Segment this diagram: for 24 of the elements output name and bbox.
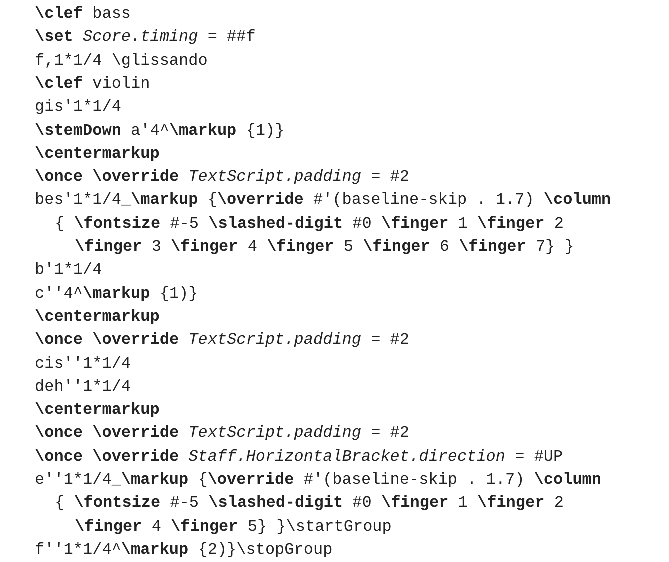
code-line: \once \override Staff.HorizontalBracket.direction = #UP: [35, 446, 564, 467]
code-line: \once \override TextScript.padding = #2: [35, 167, 410, 188]
code-line: \clef violin: [35, 74, 150, 94]
code-line: \finger 4 \finger 5} }\startGroup: [75, 516, 392, 537]
code-line: c''4^\markup {1)}: [35, 284, 198, 304]
code-line: { \fontsize #-5 \slashed-digit #0 \finger 1 \finger 2: [55, 493, 564, 514]
code-line: gis'1*1/4: [35, 97, 122, 118]
code-line: bes'1*1/4_\markup {\override #'(baseline-skip . 1.7) \column: [35, 190, 612, 210]
code-line: deh''1*1/4: [35, 376, 132, 397]
code-line: \set Score.timing = ##f: [35, 27, 256, 48]
code-line: \centermarkup: [35, 400, 160, 420]
code-line: cis''1*1/4: [35, 354, 132, 374]
code-line: \centermarkup: [35, 306, 160, 327]
code-line: b'1*1/4: [35, 260, 102, 280]
code-line: \once \override TextScript.padding = #2: [35, 330, 410, 350]
code-line: \finger 3 \finger 4 \finger 5 \finger 6 \finger 7} }: [75, 237, 574, 257]
code-line: f''1*1/4^\markup {2)}\stopGroup: [35, 540, 333, 560]
code-line: \once \override TextScript.padding = #2: [35, 423, 410, 444]
code-line: \clef bass: [35, 4, 132, 24]
code-line: \stemDown a'4^\markup {1)}: [35, 120, 285, 140]
code-line: e''1*1/4_\markup {\override #'(baseline-skip . 1.7) \column: [35, 470, 602, 490]
code-line: \centermarkup: [35, 144, 160, 164]
code-line: { \fontsize #-5 \slashed-digit #0 \finger 1 \finger 2: [55, 214, 564, 234]
code-line: f,1*1/4 \glissando: [35, 50, 208, 71]
